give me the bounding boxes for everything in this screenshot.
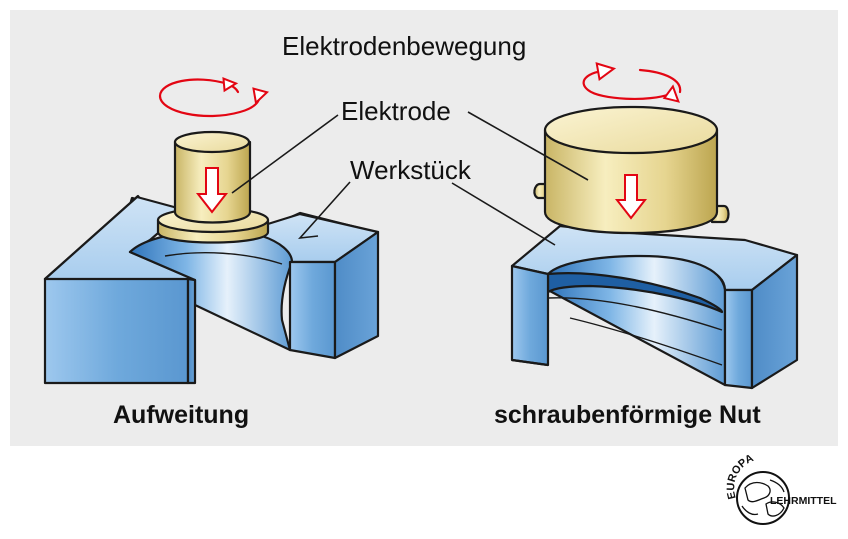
- right-electrode: [533, 105, 730, 235]
- label-electrode-motion: Elektrodenbewegung: [282, 31, 526, 61]
- leader-lines: [231, 111, 589, 246]
- left-electrode: [156, 130, 270, 244]
- caption-left: Aufweitung: [113, 401, 249, 429]
- label-electrode: Elektrode: [341, 96, 451, 126]
- caption-right: schraubenförmige Nut: [494, 401, 761, 429]
- right-feed-arrow-icon: [614, 174, 648, 220]
- logo-side-text: LEHRMITTEL: [770, 495, 837, 507]
- label-workpiece: Werkstück: [350, 155, 472, 185]
- left-feed-arrow-icon: [195, 167, 229, 214]
- left-rotation-arrow-icon: [158, 77, 270, 118]
- right-workpiece: [510, 224, 799, 390]
- right-rotation-arrow-icon: [582, 62, 682, 103]
- publisher-logo: EUROPA LEHRMITTEL: [725, 452, 837, 525]
- globe-icon: [736, 471, 790, 525]
